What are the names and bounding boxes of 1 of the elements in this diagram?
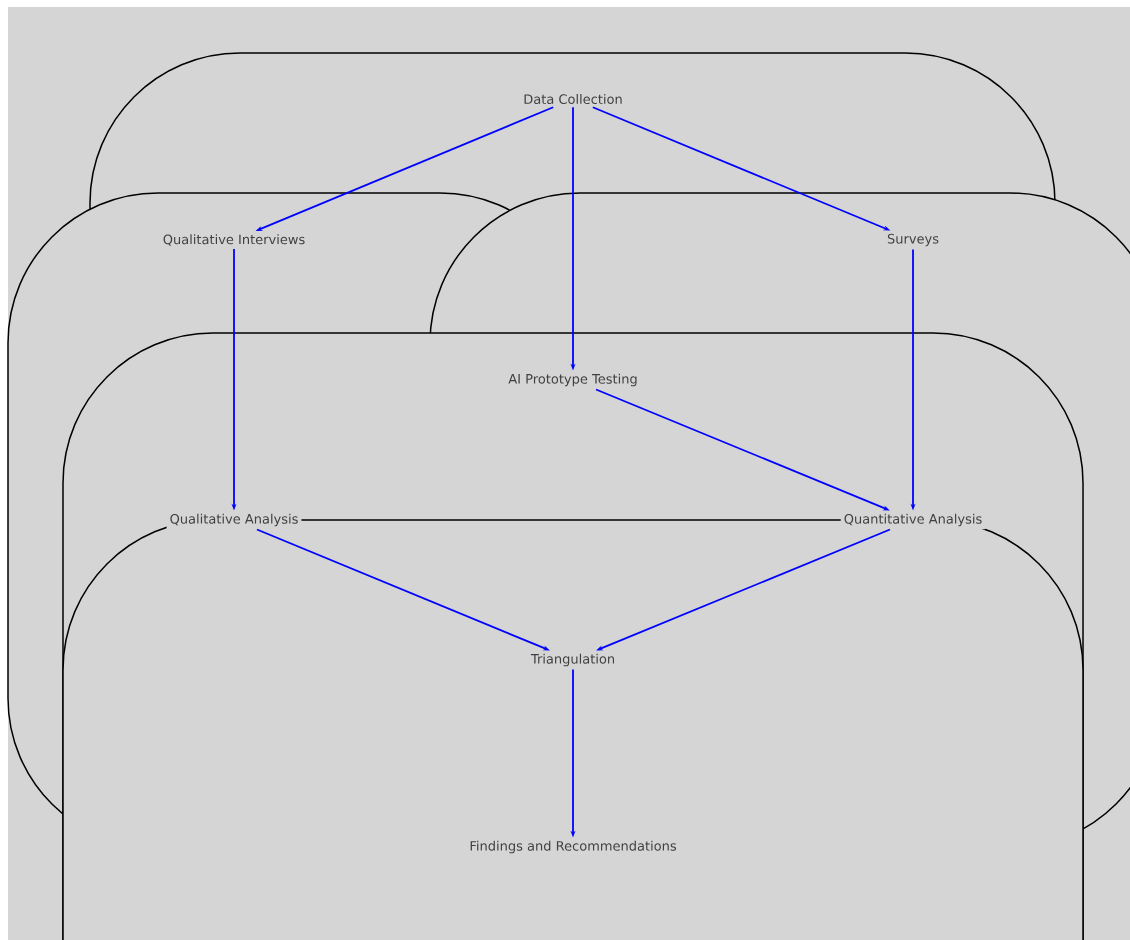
node-label: Qualitative Interviews	[159, 231, 309, 249]
